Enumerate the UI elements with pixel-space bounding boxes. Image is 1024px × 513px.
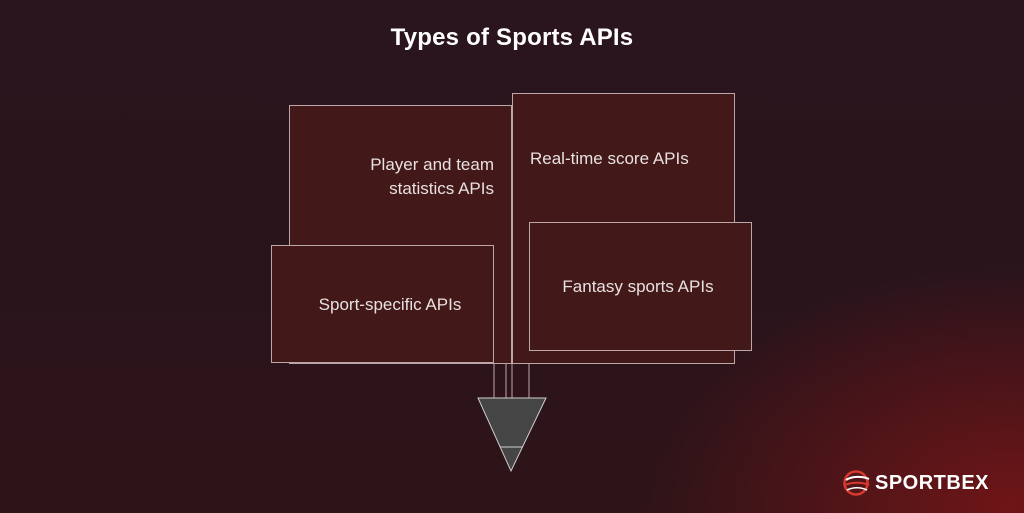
box-sport-specific: Sport-specific APIs (271, 245, 494, 363)
box-player-team-label-line1: Player and team (370, 155, 494, 174)
brand-logo-text: SPORTBEX (875, 471, 990, 494)
brand-logo: SPORTBEX (842, 470, 989, 496)
box-fantasy-label: Fantasy sports APIs (562, 277, 713, 296)
page-title: Types of Sports APIs (390, 24, 634, 51)
box-player-team-label-line2: statistics APIs (389, 179, 494, 198)
box-fantasy-sports: Fantasy sports APIs (529, 222, 752, 351)
box-real-time-label: Real-time score APIs (530, 149, 689, 168)
sportbex-ball-icon (843, 470, 870, 496)
box-sport-specific-label: Sport-specific APIs (319, 295, 462, 314)
funnel-connectors (493, 363, 530, 398)
funnel-icon (477, 397, 547, 473)
